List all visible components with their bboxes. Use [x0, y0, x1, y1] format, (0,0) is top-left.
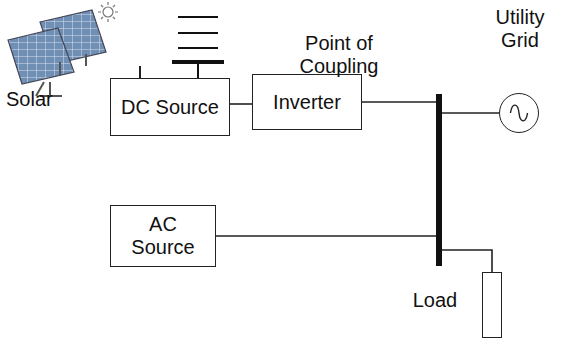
- node-heading: Point of Coupling: [284, 32, 394, 78]
- battery-symbol: [172, 17, 224, 78]
- grid-source: Utility Grid: [499, 93, 539, 133]
- part-label: Solar: [6, 88, 53, 111]
- wire-connector: [230, 104, 252, 105]
- solar-wire: [139, 66, 141, 78]
- box-label: DC Source: [121, 96, 219, 119]
- wire-connector: [216, 236, 436, 237]
- solar-panel: [8, 10, 106, 96]
- wire-connector: [362, 102, 436, 103]
- source-box: AC Source: [110, 205, 216, 267]
- box-label: AC Source: [118, 213, 208, 259]
- wire-connector: [442, 250, 492, 272]
- source-box: DC Source: [110, 78, 230, 136]
- sine-symbol: [500, 94, 538, 132]
- wire-connector: [442, 113, 499, 114]
- sun-icon: [98, 2, 118, 22]
- box-label: Inverter: [273, 91, 341, 114]
- load-box: Load: [482, 272, 502, 338]
- node-heading: Utility Grid: [480, 6, 560, 52]
- inverter-box: Inverter: [252, 74, 362, 130]
- node-heading: Load: [405, 289, 465, 312]
- bus-bar: Point of Coupling: [436, 94, 442, 266]
